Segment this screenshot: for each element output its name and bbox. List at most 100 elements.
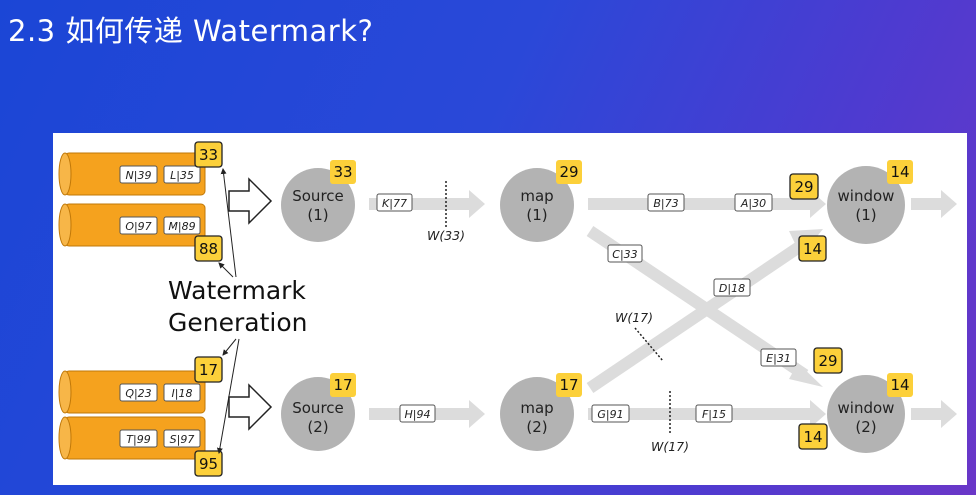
watermark-badge: 17 [194,356,223,383]
record-box: B|73 [647,193,685,212]
svg-text:G|91: G|91 [597,408,623,421]
svg-text:B|73: B|73 [653,197,678,210]
svg-text:29: 29 [818,352,837,370]
record-box: O|97 [119,216,158,235]
flow-arrow [369,190,485,218]
svg-text:(2): (2) [855,418,876,436]
svg-text:L|35: L|35 [170,169,194,182]
partition-1: N|39 L|35 33 [58,141,223,196]
pointer-line [218,262,234,278]
flow-arrow [911,400,957,428]
watermark-badge: 14 [798,423,828,450]
record-box: L|35 [163,165,201,184]
svg-text:29: 29 [559,163,578,181]
svg-text:H|94: H|94 [405,408,431,421]
record-box: H|94 [399,404,436,423]
watermark-badge: 14 [798,235,827,262]
operator-source-2: Source (2) 17 [281,373,356,451]
svg-text:Q|23: Q|23 [125,387,151,400]
svg-text:Source: Source [292,187,344,205]
watermark-badge: 88 [194,235,223,262]
svg-text:map: map [520,187,553,205]
operator-window-1: window (1) 14 [827,160,913,244]
svg-text:(1): (1) [855,206,876,224]
svg-text:map: map [520,399,553,417]
watermark-badge: 33 [194,141,223,168]
slide-title: 2.3 如何传递 Watermark? [8,14,374,48]
svg-text:(1): (1) [526,206,547,224]
svg-text:S|97: S|97 [170,433,195,446]
record-box: I|18 [163,383,201,402]
partition-4: T|99 S|97 95 [58,416,223,477]
watermark-marker: W(33) [427,181,465,243]
record-box: S|97 [163,429,201,448]
record-box: F|15 [695,404,733,423]
record-box: G|91 [591,404,630,423]
partition-3: Q|23 I|18 17 [58,356,223,414]
svg-text:F|15: F|15 [702,408,726,421]
svg-text:C|33: C|33 [612,248,637,261]
svg-text:D|18: D|18 [719,282,745,295]
svg-text:O|97: O|97 [125,220,151,233]
operator-map-2: map (2) 17 [500,373,582,451]
svg-text:N|39: N|39 [126,169,152,182]
svg-text:(2): (2) [307,418,328,436]
record-box: A|30 [734,193,773,212]
svg-text:A|30: A|30 [740,197,766,210]
svg-text:T|99: T|99 [126,433,150,446]
record-box: Q|23 [119,383,158,402]
flow-arrow [911,190,957,218]
svg-text:W(17): W(17) [651,439,689,454]
record-box: E|31 [760,348,797,367]
pointer-line [220,168,237,278]
svg-text:33: 33 [199,146,218,164]
svg-text:I|18: I|18 [172,387,193,400]
watermark-marker: W(17) [651,391,689,454]
svg-text:E|31: E|31 [766,352,791,365]
watermark-badge: 29 [813,347,843,374]
svg-text:17: 17 [199,361,218,379]
operator-map-1: map (1) 29 [500,160,582,242]
svg-text:W(33): W(33) [427,228,465,243]
watermark-badge: 17 [556,373,582,397]
svg-text:95: 95 [199,455,218,473]
svg-text:17: 17 [333,376,352,394]
svg-text:33: 33 [333,163,352,181]
record-box: C|33 [607,244,643,263]
svg-text:14: 14 [890,376,909,394]
outline-arrow [228,177,273,225]
watermark-diagram: N|39 L|35 33 O|97 M|89 88 Q| [58,141,957,477]
svg-text:88: 88 [199,240,218,258]
watermark-badge: 14 [887,373,913,397]
partition-2: O|97 M|89 88 [58,203,223,262]
watermark-marker: W(17) [615,310,664,362]
watermark-generation-label: Watermark [168,276,306,305]
pointer-line [216,338,240,454]
watermark-badge: 95 [194,450,223,477]
watermark-generation-label: Generation [168,308,307,337]
diagram-panel: N|39 L|35 33 O|97 M|89 88 Q| [53,133,967,485]
watermark-badge: 29 [789,173,819,200]
record-box: T|99 [119,429,158,448]
operator-source-1: Source (1) 33 [281,160,356,242]
svg-text:M|89: M|89 [168,220,195,233]
watermark-badge: 17 [330,373,356,397]
record-box: M|89 [163,216,201,235]
watermark-badge: 33 [330,160,356,184]
record-box: K|77 [376,193,413,212]
svg-text:window: window [838,187,895,205]
svg-text:K|77: K|77 [382,197,407,210]
operator-window-2: window (2) 14 [827,373,913,453]
svg-text:29: 29 [794,178,813,196]
record-box: D|18 [713,278,751,297]
svg-text:14: 14 [803,240,822,258]
watermark-badge: 14 [887,160,913,184]
svg-text:Source: Source [292,399,344,417]
svg-text:(2): (2) [526,418,547,436]
pointer-line [222,338,237,356]
record-box: N|39 [119,165,158,184]
svg-text:14: 14 [803,428,822,446]
flow-arrow [588,190,826,218]
outline-arrow [228,383,273,431]
svg-text:(1): (1) [307,206,328,224]
